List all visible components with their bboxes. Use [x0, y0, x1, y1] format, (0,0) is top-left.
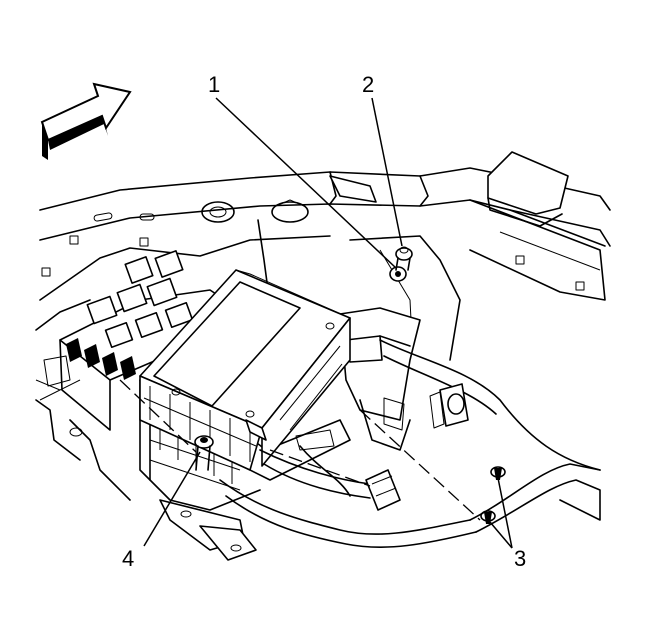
underhood-fuse-block	[39, 250, 241, 431]
vehicle-frame	[35, 151, 611, 501]
forward-arrow-icon	[40, 82, 132, 160]
callout-3: 3	[514, 546, 526, 571]
wiring-harness-retainers	[480, 466, 506, 524]
callout-2: 2	[362, 72, 374, 97]
leader-lines	[119, 97, 513, 549]
callout-1: 1	[208, 72, 220, 97]
battery-hold-down-bolt	[194, 435, 214, 471]
callout-4: 4	[122, 546, 134, 571]
battery-tray-nut	[389, 266, 407, 282]
battery-tray-bolt	[395, 246, 413, 271]
battery	[139, 269, 351, 471]
battery-cables	[219, 339, 601, 548]
